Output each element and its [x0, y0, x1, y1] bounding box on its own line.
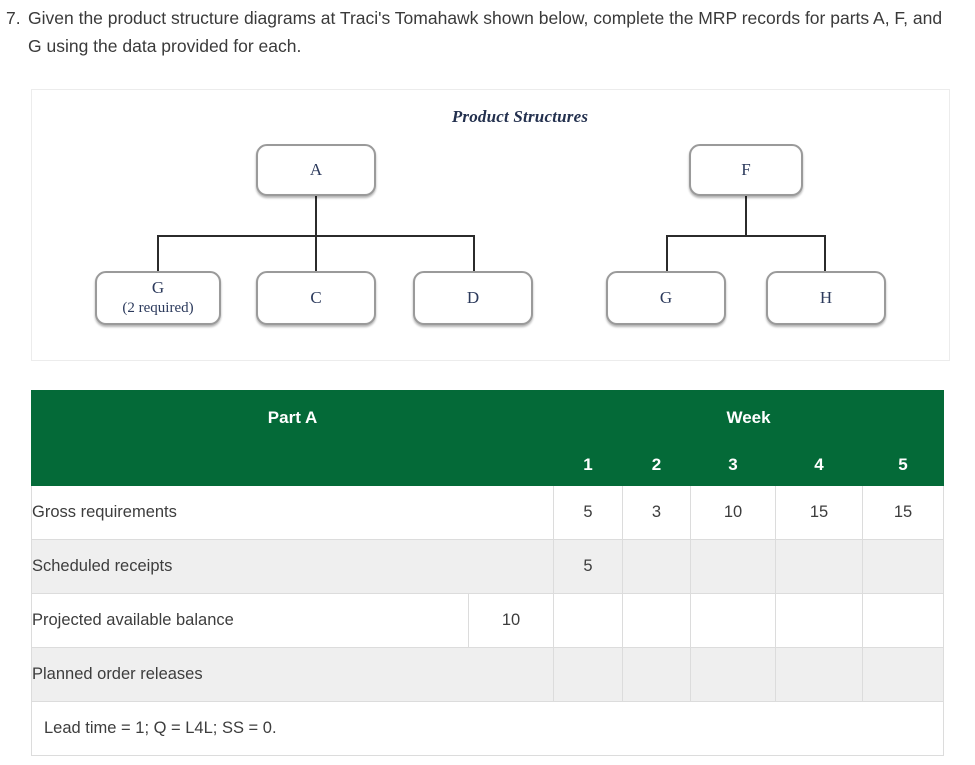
week-number-1: 1 [553, 444, 624, 486]
node-g-under-a: G (2 required) [95, 271, 221, 325]
connector-a-to-c [315, 235, 317, 272]
connector-a-to-g [157, 235, 159, 272]
node-a: A [256, 144, 376, 196]
cell-planned-order-releases-w1[interactable] [553, 647, 624, 702]
part-title: Part A [30, 390, 555, 445]
node-g-under-f: G [606, 271, 726, 325]
week-spacer [30, 444, 555, 486]
node-d-label: D [466, 288, 480, 307]
cell-gross-requirements-w2[interactable]: 3 [622, 485, 692, 540]
week-number-2: 2 [622, 444, 692, 486]
node-d: D [413, 271, 533, 325]
row-label-projected-available-balance: Projected available balance [31, 593, 469, 648]
cell-projected-available-balance-w4[interactable] [775, 593, 864, 648]
connector-a-stem [315, 196, 317, 236]
table-footnote-row: Lead time = 1; Q = L4L; SS = 0. [30, 701, 945, 756]
cell-gross-requirements-w3[interactable]: 10 [690, 485, 777, 540]
week-number-5: 5 [862, 444, 945, 486]
node-h: H [766, 271, 886, 325]
connector-f-stem [745, 196, 747, 236]
node-g-under-a-label: G [151, 278, 165, 297]
week-title: Week [553, 390, 945, 445]
row-label-planned-order-releases: Planned order releases [30, 647, 555, 702]
cell-planned-order-releases-w2[interactable] [622, 647, 692, 702]
cell-planned-order-releases-w5[interactable] [862, 647, 945, 702]
row-label-gross-requirements: Gross requirements [30, 485, 555, 540]
cell-scheduled-receipts-w5[interactable] [862, 539, 945, 594]
table-row: Scheduled receipts 5 [30, 539, 945, 594]
node-c: C [256, 271, 376, 325]
mrp-header-row-weeks: 1 2 3 4 5 [30, 444, 945, 486]
diagram-title: Product Structures [451, 107, 589, 126]
mrp-table-part-a: Part A Week 1 2 3 4 5 Gross requirements… [30, 390, 945, 756]
mrp-header-row-top: Part A Week [30, 390, 945, 445]
cell-gross-requirements-w4[interactable]: 15 [775, 485, 864, 540]
cell-scheduled-receipts-w2[interactable] [622, 539, 692, 594]
question-prompt: 7. Given the product structure diagrams … [6, 4, 951, 60]
node-h-label: H [819, 288, 833, 307]
cell-planned-order-releases-w3[interactable] [690, 647, 777, 702]
node-f: F [689, 144, 803, 196]
cell-scheduled-receipts-w4[interactable] [775, 539, 864, 594]
lead-time-note: Lead time = 1; Q = L4L; SS = 0. [30, 701, 945, 756]
connector-f-bus [666, 235, 826, 237]
cell-scheduled-receipts-w3[interactable] [690, 539, 777, 594]
cell-projected-available-balance-w1[interactable] [553, 593, 624, 648]
node-f-label: F [741, 160, 751, 179]
table-row: Projected available balance 10 [31, 593, 945, 648]
cell-scheduled-receipts-w1[interactable]: 5 [553, 539, 624, 594]
node-c-label: C [310, 288, 322, 307]
connector-f-to-h [824, 235, 826, 272]
product-structures-panel: Product Structures A G (2 required) C D … [31, 89, 950, 361]
connector-f-to-g [666, 235, 668, 272]
question-number: 7. [6, 8, 21, 28]
table-row: Planned order releases [30, 647, 945, 702]
question-text: Given the product structure diagrams at … [28, 8, 943, 56]
cell-projected-available-balance-w2[interactable] [622, 593, 692, 648]
cell-gross-requirements-w5[interactable]: 15 [862, 485, 945, 540]
week-number-4: 4 [775, 444, 864, 486]
node-g-under-f-label: G [659, 288, 673, 307]
node-a-label: A [309, 160, 323, 179]
cell-projected-available-balance-w5[interactable] [862, 593, 945, 648]
week-number-3: 3 [690, 444, 777, 486]
connector-a-to-d [473, 235, 475, 272]
cell-gross-requirements-w1[interactable]: 5 [553, 485, 624, 540]
row-label-scheduled-receipts: Scheduled receipts [30, 539, 555, 594]
cell-projected-available-balance-w3[interactable] [690, 593, 777, 648]
node-g-under-a-note: (2 required) [122, 300, 194, 316]
cell-planned-order-releases-w4[interactable] [775, 647, 864, 702]
table-row: Gross requirements 5 3 10 15 15 [30, 485, 945, 540]
cell-projected-available-balance-onhand[interactable]: 10 [467, 593, 555, 648]
